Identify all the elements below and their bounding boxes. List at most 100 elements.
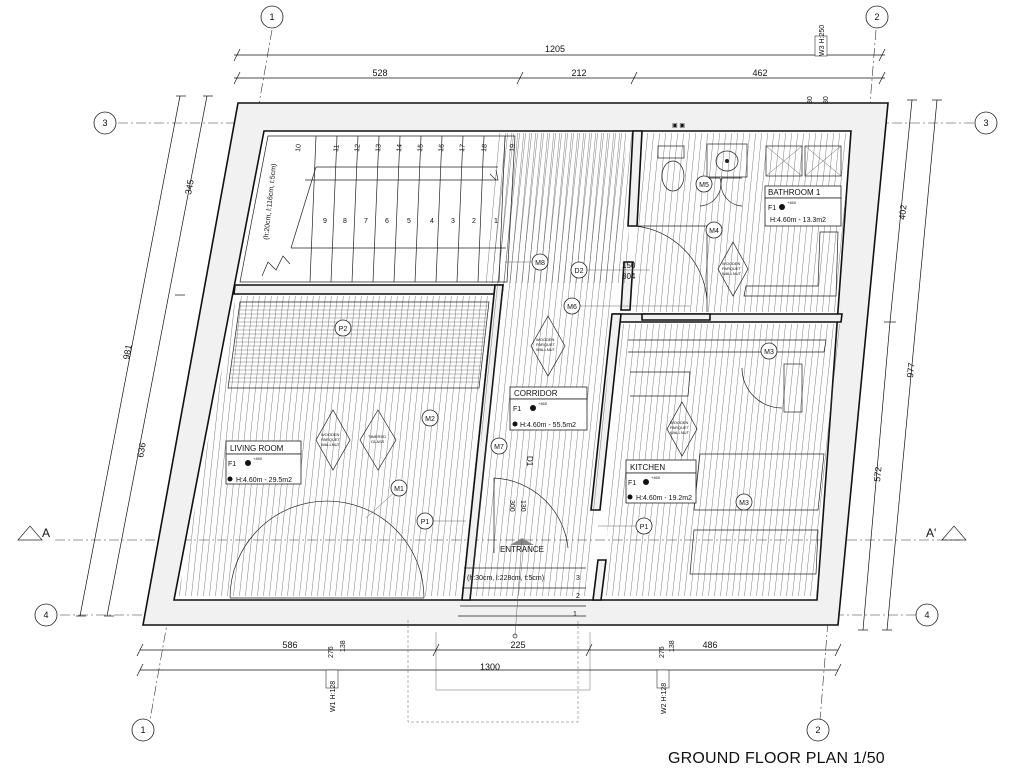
kitchen-table <box>689 529 819 575</box>
svg-text:WALLNUT: WALLNUT <box>670 430 690 435</box>
parquet-plank <box>442 296 477 596</box>
room-area: H:4.60m - 55.5m2 <box>520 422 576 429</box>
kitchen-fixtures <box>628 339 827 575</box>
grid-bubble-4-right: 4 <box>915 603 939 627</box>
svg-text:WALLNUT: WALLNUT <box>321 442 341 447</box>
floor-note-corridor-wood: WOODEN PARQUET WALLNUT <box>530 315 566 377</box>
step-number: 18 <box>481 144 489 153</box>
parquet-plank <box>701 324 733 596</box>
grid-bubble-4-left: 4 <box>34 603 58 627</box>
parquet-plank <box>577 133 627 596</box>
parquet-plank <box>460 296 494 596</box>
step-number: 8 <box>343 218 347 225</box>
parquet-plank <box>713 133 733 312</box>
dim-right-total: 977 <box>905 362 917 378</box>
step-number: 2 <box>472 218 476 225</box>
dim-w1-a: 276 <box>328 646 335 658</box>
level-symbol-icon <box>227 476 233 482</box>
room-label-bathroom: BATHROOM 1 F1 +460 H:4.60m - 13.3m2 <box>764 185 842 227</box>
parquet-plank <box>523 133 575 596</box>
dim-bottom-total: 1300 <box>480 662 500 672</box>
fridge <box>783 363 803 413</box>
parquet-plank <box>470 133 473 596</box>
stair-tread <box>393 135 401 283</box>
parquet-plank <box>743 133 763 312</box>
svg-text:PARQUET: PARQUET <box>321 437 341 442</box>
parquet-plank <box>481 133 533 596</box>
parquet-plank <box>406 296 441 596</box>
kitchen-west-wall-lower <box>592 559 607 601</box>
svg-text:TIMERED: TIMERED <box>368 434 386 439</box>
grid-bubble-3-right: 3 <box>974 111 998 135</box>
parquet-plank <box>767 324 799 596</box>
stair-step-numbers-upper: 10 11 12 13 14 15 16 17 18 19 <box>295 144 517 153</box>
grid-bubble-2-bottom: 2 <box>806 718 830 742</box>
parquet-plank <box>565 133 617 596</box>
parquet-plank <box>749 324 781 596</box>
dim-w3-b: 80 <box>823 96 830 104</box>
parquet-plank <box>545 133 561 283</box>
parquet-plank <box>689 324 721 596</box>
tag-m7: M7 <box>490 437 508 455</box>
room-area: H:4.60m - 29.5m2 <box>236 477 292 484</box>
svg-text:D2: D2 <box>575 268 584 275</box>
room-level: +460 <box>651 475 661 480</box>
stair-tread <box>372 135 380 283</box>
room-floor: F1 <box>513 406 521 413</box>
section-label-a-prime: A' <box>926 526 936 540</box>
section-label-a: A <box>42 526 50 540</box>
parquet-plank <box>719 324 751 596</box>
parquet-plank <box>382 296 417 596</box>
dim-left-lower: 636 <box>135 442 148 459</box>
tag-p1b: P1 <box>598 517 653 535</box>
dim-top-c: 462 <box>752 68 767 78</box>
svg-text:M4: M4 <box>709 228 719 235</box>
parquet-plank <box>487 133 539 596</box>
dim-top-a: 528 <box>372 68 387 78</box>
tag-m1: M1 <box>365 479 408 519</box>
parquet-plank <box>535 133 587 596</box>
level-symbol-icon <box>627 494 633 500</box>
entry-step-spec: (h:30cm, l:228cm, t:5cm) <box>467 575 544 582</box>
svg-text:PARQUET: PARQUET <box>722 266 742 271</box>
svg-text:WALLNUT: WALLNUT <box>536 347 556 352</box>
grid-label-3: 3 <box>102 118 107 128</box>
stair-tread <box>351 135 359 283</box>
parquet-plank <box>328 296 363 596</box>
stair-tread <box>414 135 422 283</box>
parquet-plank <box>418 296 453 596</box>
parquet-plank <box>581 133 597 283</box>
dim-w1-b: 138 <box>340 640 347 652</box>
tag-m8: M8 <box>505 253 549 271</box>
bathroom-counter <box>743 231 839 297</box>
parquet-plank <box>340 296 375 596</box>
parquet-plank <box>809 324 840 596</box>
parquet-plank <box>304 296 339 596</box>
parquet-plank <box>208 296 243 596</box>
parquet-plank <box>475 133 527 596</box>
parquet-plank <box>454 296 489 596</box>
dim-top-total: 1205 <box>545 44 565 54</box>
step-number: 17 <box>459 144 467 153</box>
window-tag-w2: W2 H:128 <box>661 683 668 714</box>
parquet-plank <box>749 133 769 312</box>
parquet-plank <box>611 133 627 283</box>
parquet-plank <box>689 133 709 312</box>
section-markers: A A' <box>17 525 967 541</box>
step-number: 7 <box>364 218 368 225</box>
tag-m2: M2 <box>421 409 439 427</box>
parquet-plank <box>617 133 632 283</box>
tag-m6: M6 <box>563 297 690 315</box>
kitchen-swing <box>741 367 783 409</box>
step-number: 4 <box>430 218 434 225</box>
step-number: 6 <box>385 218 389 225</box>
parquet-plank <box>599 133 615 283</box>
floor-notes: WOODEN PARQUET WALLNUT TIMERED GLASS WOO… <box>315 241 749 471</box>
entry-landing-inner <box>435 632 591 691</box>
parquet-plank <box>505 133 557 596</box>
level-symbol-icon <box>530 405 536 411</box>
entry-step-number: 3 <box>576 575 580 582</box>
parquet-plank <box>551 133 567 283</box>
material-tags: M8 D2 M6 M5 M4 M3 M3 P2 M2 M1 P1 P1 M7 D… <box>334 175 778 535</box>
level-symbol-icon <box>643 479 649 485</box>
